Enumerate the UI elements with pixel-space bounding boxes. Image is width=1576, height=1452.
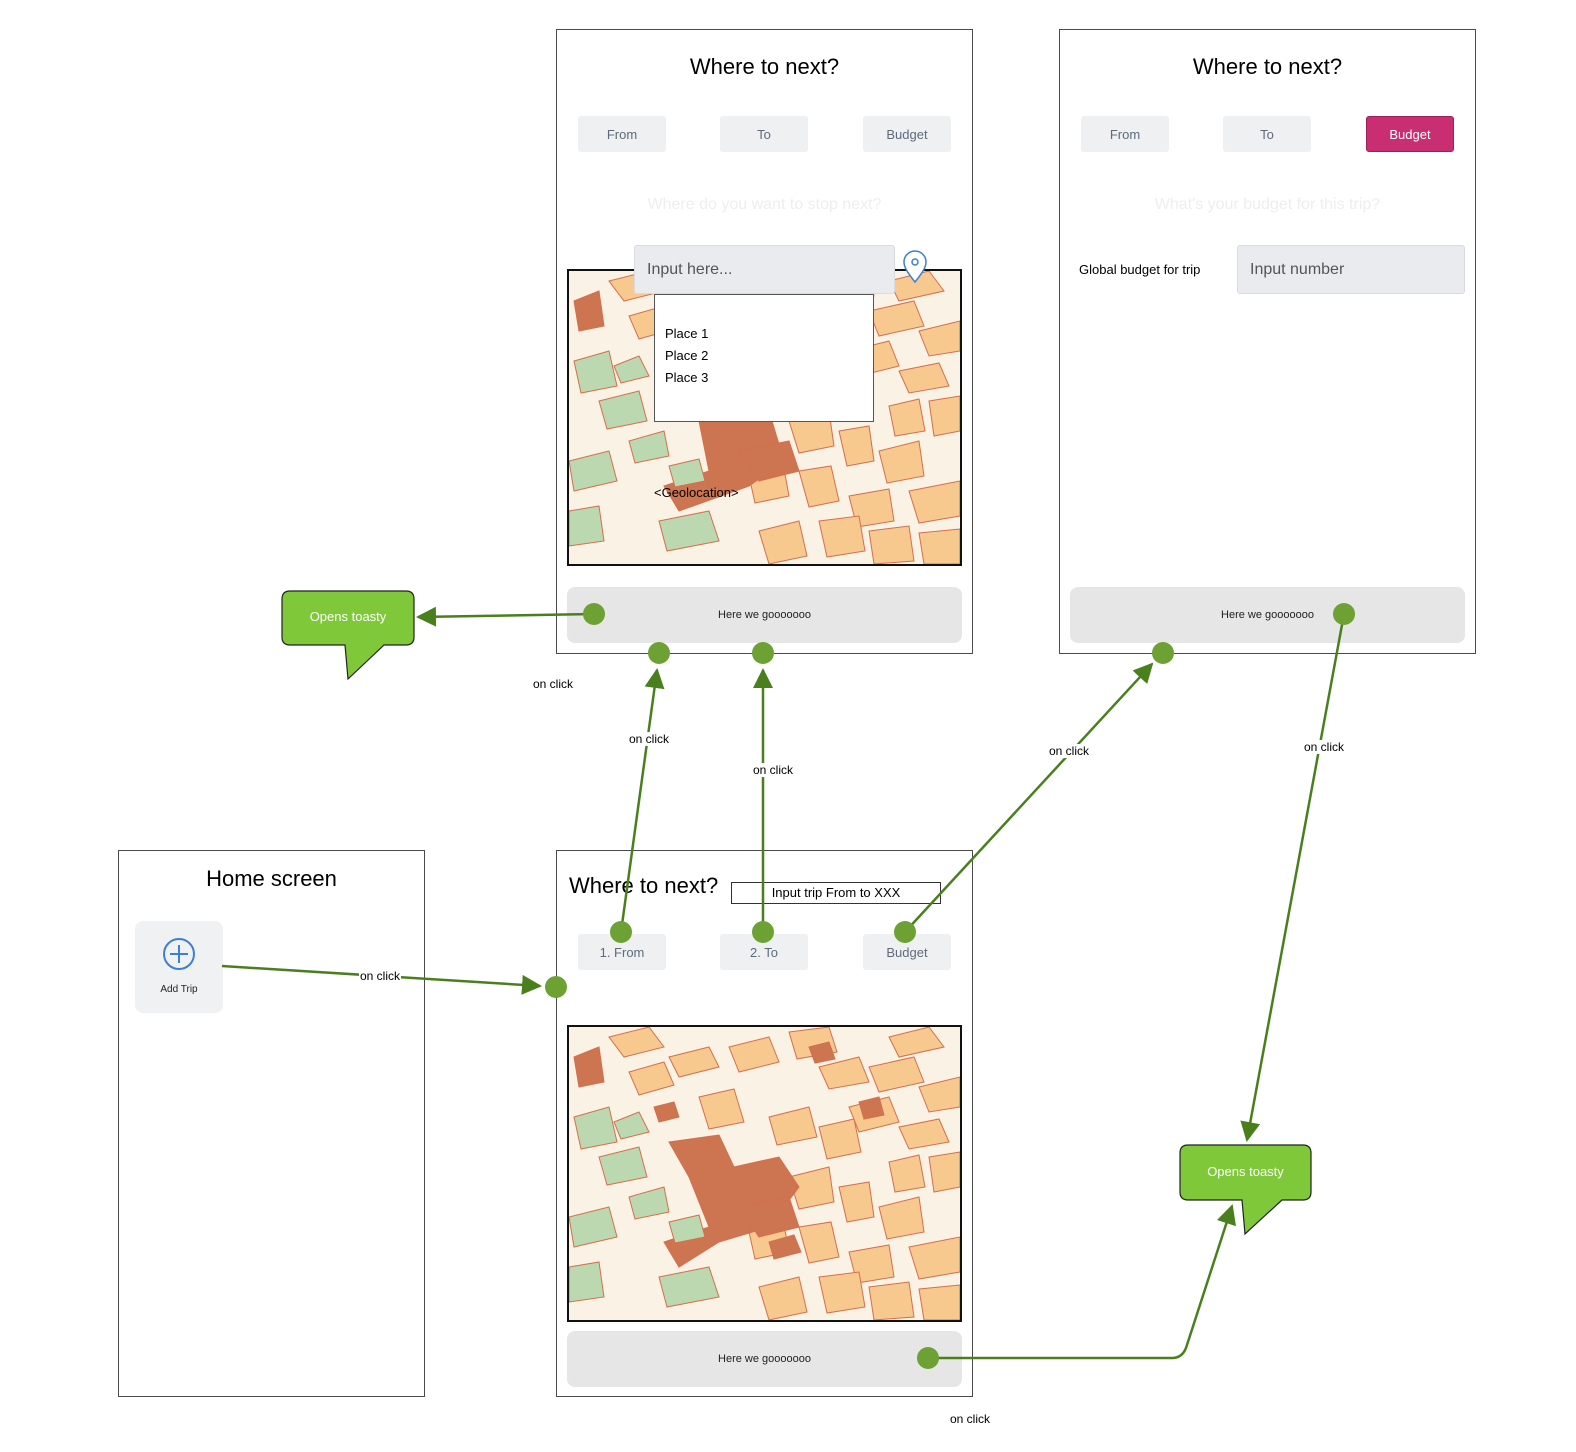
tab-to[interactable]: 2. To [720, 934, 808, 970]
screen-title: Home screen [206, 866, 337, 891]
edge-label: on click [533, 677, 574, 691]
place-suggestions: Place 1 Place 2 Place 3 [654, 294, 874, 422]
screen-title: Where to next? [569, 873, 719, 898]
suggestion-item[interactable]: Place 2 [665, 348, 709, 363]
go-button[interactable]: Here we gooooooo [567, 587, 962, 643]
tab-budget-active[interactable]: Budget [1366, 116, 1454, 152]
toast-callout [1179, 1144, 1312, 1236]
tab-from[interactable]: 1. From [578, 934, 666, 970]
screen-budget: Where to next? From To Budget What's you… [1059, 29, 1476, 654]
suggestion-item[interactable]: Place 1 [665, 326, 709, 341]
prompt-text: Where do you want to stop next? [647, 196, 882, 213]
edge-label: on click [1048, 744, 1091, 758]
edge-label: on click [950, 1412, 991, 1426]
edge-label: on click [752, 763, 795, 777]
suggestion-item[interactable]: Place 3 [665, 370, 709, 385]
add-trip-label: Add Trip [160, 984, 198, 995]
geolocation-marker: <Geolocation> [654, 485, 739, 500]
budget-input[interactable]: Input number [1237, 245, 1465, 294]
map-view[interactable] [567, 1025, 962, 1322]
toast-label: Opens toasty [1207, 1164, 1284, 1179]
destination-input[interactable]: Input here... [634, 245, 895, 294]
screen-where-to-next: Where to next? Input trip From to XXX 1.… [556, 850, 973, 1397]
edge-label: on click [1303, 740, 1346, 754]
trip-input[interactable]: Input trip From to XXX [731, 882, 941, 904]
tab-budget[interactable]: Budget [863, 934, 951, 970]
go-button[interactable]: Here we gooooooo [1070, 587, 1465, 643]
prompt-text: What's your budget for this trip? [1154, 196, 1381, 213]
toast-label: Opens toasty [309, 609, 387, 624]
tab-budget[interactable]: Budget [863, 116, 951, 152]
tab-to[interactable]: To [1223, 116, 1311, 152]
edge-label: on click [359, 969, 402, 983]
connector-go-top-right [1240, 613, 1346, 1142]
screen-from-to: Where to next? From To Budget Where do y… [556, 29, 973, 654]
screen-title: Where to next? [1192, 54, 1343, 79]
tab-from[interactable]: From [578, 116, 666, 152]
tab-to[interactable]: To [720, 116, 808, 152]
map-pin-icon[interactable] [902, 250, 928, 284]
edge-label: on click [628, 732, 671, 746]
go-button[interactable]: Here we gooooooo [567, 1331, 962, 1387]
add-trip-button[interactable]: Add Trip [135, 921, 223, 1013]
map-graphic [569, 1027, 960, 1320]
plus-circle-icon [163, 938, 195, 970]
connector-go-bottom [928, 1204, 1236, 1360]
tab-from[interactable]: From [1081, 116, 1169, 152]
screen-title: Where to next? [689, 54, 840, 79]
screen-home: Home screen Add Trip [118, 850, 425, 1397]
toast-callout [281, 590, 415, 681]
budget-label: Global budget for trip [1079, 262, 1201, 277]
